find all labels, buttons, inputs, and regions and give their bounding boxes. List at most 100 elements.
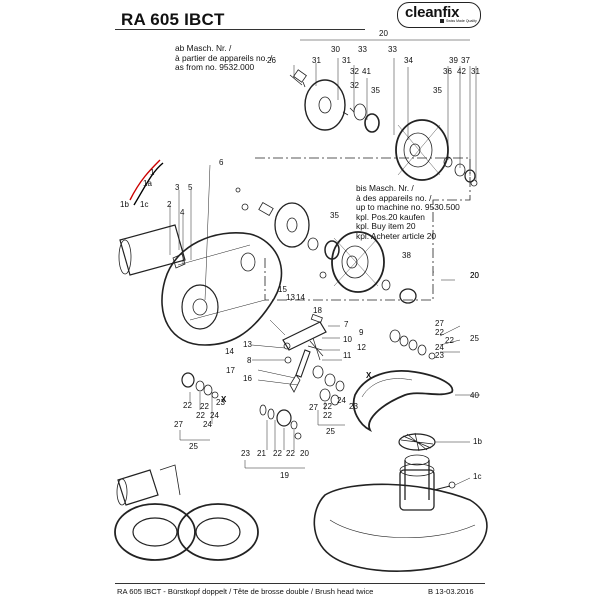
callout-22-g: 22 [323,411,332,420]
callout-16: 16 [243,374,252,383]
callout-1a: 1a [143,179,152,188]
callout-34: 34 [404,56,413,65]
callout-32-a: 32 [350,67,359,76]
callout-1c-right: 1c [473,472,481,481]
callout-31-c: 31 [471,67,480,76]
callout-7: 7 [344,320,349,329]
variant-boundary [255,157,471,301]
callout-11: 11 [343,351,352,360]
callout-17: 17 [226,366,235,375]
note-from-machine: ab Masch. Nr. / à partier de appareils n… [175,43,273,72]
callout-18: 18 [313,306,322,315]
callout-3: 3 [175,183,180,192]
callout-31-b: 31 [342,56,351,65]
logo-text: cleanfix [405,4,460,21]
callout-24-a: 24 [435,343,444,352]
callout-32-b: 32 [350,81,359,90]
callout-labels: 20 26 31 30 33 33 39 37 32 31 32 41 34 3… [120,29,482,481]
callout-2: 2 [167,200,172,209]
callout-12: 12 [357,343,366,352]
callout-x-b: X [221,395,227,404]
upper-hub-assembly [289,69,478,187]
callout-24-c: 24 [203,420,212,429]
callout-35-c: 35 [330,211,339,220]
callout-8: 8 [247,356,252,365]
callout-9: 9 [359,328,364,337]
callout-22-a: 22 [435,328,444,337]
single-brush-head [313,463,488,572]
lower-hub-assembly [258,201,417,304]
title-rule [115,29,365,30]
callout-23-a: 23 [435,351,444,360]
callout-13-a: 13 [286,293,295,302]
callout-26: 26 [267,56,276,65]
callout-20-top: 20 [379,29,388,38]
callout-22-b: 22 [445,336,454,345]
cleanfix-logo: cleanfix Swiss Made Quality [397,2,481,28]
callout-1b-right: 1b [473,437,482,446]
callout-39: 39 [449,56,458,65]
callout-21: 21 [257,449,266,458]
callout-20-bottom: 20 [300,449,309,458]
callout-19: 19 [280,471,289,480]
callout-1: 1 [150,168,155,177]
motor-gearbox-housing [118,159,283,346]
callout-10: 10 [343,335,352,344]
callout-22-d: 22 [183,401,192,410]
callout-23-c: 23 [349,402,358,411]
callout-6: 6 [219,158,224,167]
page-title: RA 605 IBCT [121,10,225,29]
callout-36: 36 [443,67,452,76]
callout-25-c: 25 [326,427,335,436]
callout-4: 4 [180,208,185,217]
logo-tagline: Swiss Made Quality [446,19,477,23]
footer-caption: RA 605 IBCT - Bürstkopf doppelt / Tête d… [117,587,374,596]
callout-22-h: 22 [273,449,282,458]
callout-25-a: 25 [470,334,479,343]
callout-22-e: 22 [200,402,209,411]
callout-x-a: X [366,371,372,380]
callout-20-right: 20 [470,271,479,280]
callout-13-b: 13 [243,340,252,349]
callout-25-b: 25 [189,442,198,451]
callout-23-b: 23 [216,398,225,407]
callout-20-mid: 20 [470,271,479,280]
callout-35-a: 35 [371,86,380,95]
callout-40: 40 [470,391,479,400]
callout-24-b: 24 [210,411,219,420]
callout-22-f: 22 [323,402,332,411]
callout-37: 37 [461,56,470,65]
swiss-cross-icon [440,19,444,23]
callout-30: 30 [331,45,340,54]
callout-27-a: 27 [435,319,444,328]
callout-1c: 1c [140,200,148,209]
callout-33-b: 33 [388,45,397,54]
lower-pulley-parts [259,388,340,440]
note-up-to-machine: bis Masch. Nr. / à des appareils no. / u… [356,183,460,241]
brush-drive-gear [398,432,436,500]
left-bearing-stack [181,372,219,399]
callout-15: 15 [278,285,287,294]
tensioner-parts [282,313,345,393]
callout-38: 38 [402,251,411,260]
footer-rule [115,583,485,584]
callout-24-d: 24 [337,396,346,405]
callout-1b: 1b [120,200,129,209]
leader-lines [169,39,480,486]
callout-5: 5 [188,183,193,192]
callout-23-d: 23 [241,449,250,458]
callout-33-a: 33 [358,45,367,54]
right-bearing-stack [389,329,436,360]
callout-31-a: 31 [312,56,321,65]
callout-27-c: 27 [309,403,318,412]
callout-41: 41 [362,67,371,76]
callout-22-c: 22 [196,411,205,420]
callout-42: 42 [457,67,466,76]
drive-belt [352,370,454,433]
callout-27-b: 27 [174,420,183,429]
callout-14-b: 14 [225,347,234,356]
footer-revision: B 13-03.2016 [428,587,474,596]
callout-35-b: 35 [433,86,442,95]
twin-brush-head [114,464,259,561]
